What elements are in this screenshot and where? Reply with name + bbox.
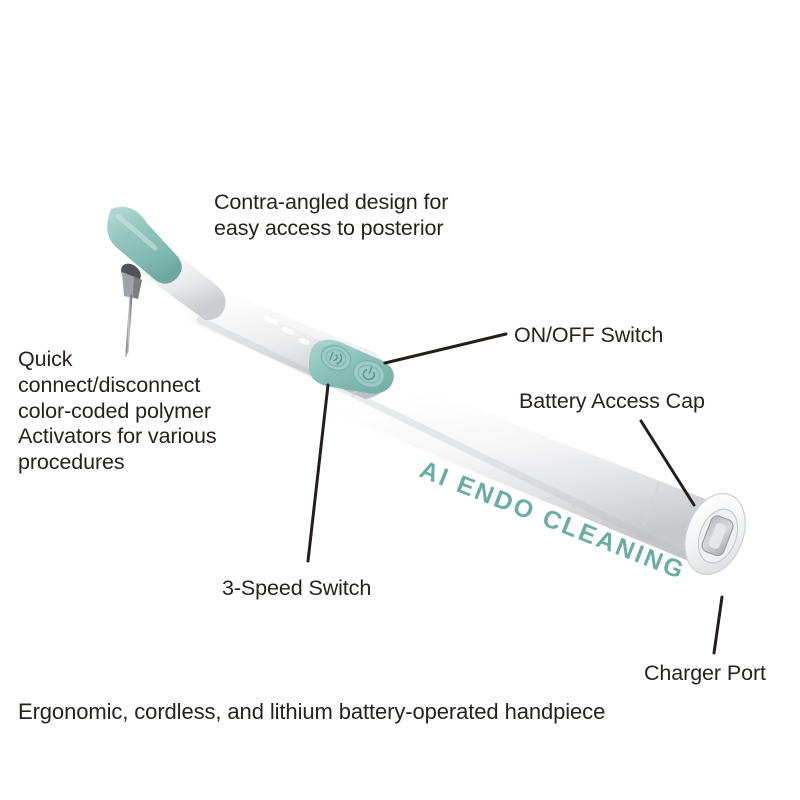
speed-button[interactable] [318,341,355,374]
leader-battery-access-cap [639,419,696,507]
speed-waves-icon [329,351,343,365]
three-speed-led-indicators [263,315,310,346]
chuck-shadow [133,276,142,299]
leader-charger-port [712,595,724,655]
body-highlight [209,284,705,505]
charger-port[interactable] [700,514,735,558]
callout-on-off-switch: ON/OFF Switch [514,323,664,347]
head-cap-highlight [115,213,158,251]
callout-speed-switch: 3-Speed Switch [222,576,372,600]
diagram-caption: Ergonomic, cordless, and lithium battery… [18,699,606,724]
callout-quick-connect: Quick connect/disconnect color-coded pol… [18,347,217,475]
contra-angle-head [107,206,182,357]
activator-file-point [125,345,129,357]
callout-charger-port: Charger Port [644,661,766,685]
activator-file-tip [125,294,133,354]
rear-barrel [321,360,734,566]
battery-access-cap[interactable] [674,485,756,583]
callout-battery-access-cap: Battery Access Cap [519,389,705,413]
power-icon [362,366,376,381]
battery-cap-seam [642,481,660,527]
callout-contra-angle: Contra-angled design for easy access to … [214,190,449,240]
teal-head-cap[interactable] [107,206,182,284]
body-underside-shadow [196,316,701,565]
leader-lines [306,332,724,655]
leader-speed-switch [306,383,330,563]
button-pad [308,339,394,394]
power-button[interactable] [349,356,388,392]
leader-on-off-switch [383,332,508,365]
